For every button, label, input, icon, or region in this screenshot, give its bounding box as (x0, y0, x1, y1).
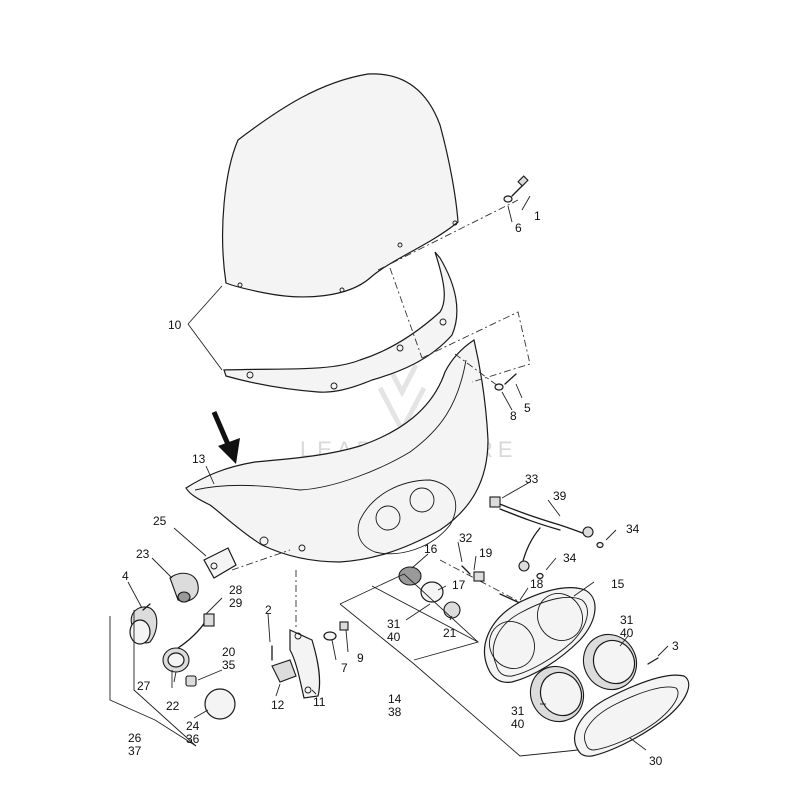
screw-washer-1-6 (503, 175, 529, 203)
lamp-part-22 (162, 647, 197, 687)
callout-17: 17 (452, 578, 466, 592)
callout-34-lower: 34 (563, 551, 577, 565)
callout-34: 34 (626, 522, 640, 536)
headlamp-units-31-40 (529, 633, 659, 723)
callout-38: 38 (388, 705, 402, 719)
callout-13: 13 (192, 452, 206, 466)
callout-40-right: 40 (620, 626, 634, 640)
callout-4: 4 (122, 569, 129, 583)
callout-11: 11 (313, 695, 326, 709)
callout-7: 7 (341, 661, 348, 675)
callout-33: 33 (525, 472, 539, 486)
callout-24: 24 (186, 719, 200, 733)
bracket-part-11 (271, 629, 321, 699)
callout-3: 3 (672, 639, 679, 653)
leader-lines (109, 195, 669, 757)
callout-40-bottom: 40 (511, 717, 525, 731)
callout-12: 12 (271, 698, 285, 712)
callout-10: 10 (168, 318, 182, 332)
callout-16: 16 (424, 542, 438, 556)
lamp-socket-parts (398, 565, 485, 619)
screw-washer-5-8 (494, 373, 517, 391)
headlamp-housing-part-15 (484, 587, 596, 683)
callout-9: 9 (357, 651, 364, 665)
fairing-part-13 (185, 339, 489, 563)
callout-19: 19 (479, 546, 493, 560)
alignment-lines (231, 199, 531, 630)
callout-31-bottom: 31 (511, 704, 525, 718)
callout-29: 29 (229, 596, 243, 610)
callout-37: 37 (128, 744, 142, 758)
callout-35: 35 (222, 658, 236, 672)
callout-31-right: 31 (620, 613, 634, 627)
callout-1: 1 (534, 209, 541, 223)
callout-30: 30 (649, 754, 663, 768)
callout-labels: 1 6 10 8 5 13 33 39 34 34 25 16 32 19 18… (122, 209, 679, 768)
callout-6: 6 (515, 221, 522, 235)
windshield-part-10 (222, 73, 459, 298)
callout-18: 18 (530, 577, 544, 591)
lens-frame-part-30 (573, 674, 690, 757)
callout-arrow (211, 411, 240, 464)
callout-14: 14 (388, 692, 402, 706)
callout-32: 32 (459, 531, 473, 545)
callout-36: 36 (186, 732, 200, 746)
callout-20: 20 (222, 645, 236, 659)
turn-signal-part-23 (169, 572, 199, 603)
callout-23: 23 (136, 547, 150, 561)
callout-5: 5 (524, 401, 531, 415)
callout-15: 15 (611, 577, 625, 591)
callout-8: 8 (510, 409, 517, 423)
callout-25: 25 (153, 514, 167, 528)
windshield-trim-part-10 (223, 251, 458, 393)
callout-40-left: 40 (387, 630, 401, 644)
callout-22: 22 (166, 699, 180, 713)
callout-2: 2 (265, 603, 272, 617)
callout-27: 27 (137, 679, 151, 693)
bracket-part-39 (489, 496, 604, 580)
turn-signal-part-27 (129, 603, 215, 649)
bracket-part-25 (203, 547, 237, 579)
callout-26: 26 (128, 731, 142, 745)
callout-39: 39 (553, 489, 567, 503)
callout-31-left: 31 (387, 617, 401, 631)
callout-21: 21 (443, 626, 457, 640)
washers-7-9 (323, 621, 349, 641)
lens-part-24 (204, 688, 236, 720)
callout-28: 28 (229, 583, 243, 597)
